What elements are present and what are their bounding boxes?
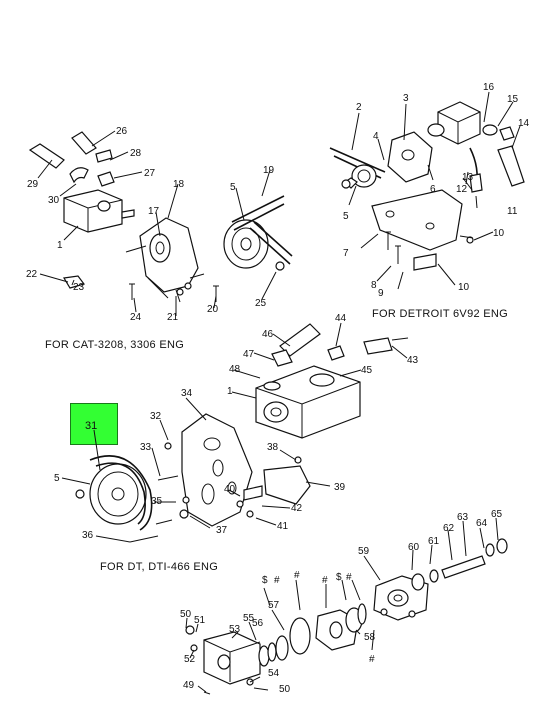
callout-44: 44 [335, 313, 347, 324]
callout-5: 5 [343, 211, 349, 222]
callout-15: 15 [507, 94, 519, 105]
caption-dt: FOR DT, DTI-466 ENG [100, 561, 218, 573]
callout-33: 33 [140, 442, 152, 453]
callout-14: 14 [518, 118, 530, 129]
callout-29: 29 [27, 179, 39, 190]
callout-48: 48 [229, 364, 241, 375]
symbol-hash: # [294, 570, 300, 581]
callout-27: 27 [144, 168, 156, 179]
highlighted-callout-31[interactable]: 31 [70, 403, 118, 445]
callout-32: 32 [150, 411, 162, 422]
callout-16: 16 [483, 82, 495, 93]
callout-43: 43 [407, 355, 419, 366]
callout-3: 3 [403, 93, 409, 104]
callout-51: 51 [194, 615, 206, 626]
callout-25: 25 [255, 298, 267, 309]
dt-assembly [61, 322, 409, 543]
callout-5: 5 [230, 182, 236, 193]
callout-63: 63 [457, 512, 469, 523]
callout-60: 60 [408, 542, 420, 553]
callout-28: 28 [130, 148, 142, 159]
callout-38: 38 [267, 442, 279, 453]
callout-53: 53 [229, 624, 241, 635]
symbol-hash: # [346, 572, 352, 583]
callout-64: 64 [476, 518, 488, 529]
callout-24: 24 [130, 312, 142, 323]
callout-42: 42 [291, 503, 303, 514]
callout-1: 1 [57, 240, 63, 251]
callout-10: 10 [458, 282, 470, 293]
callout-21: 21 [167, 312, 179, 323]
callout-26: 26 [116, 126, 128, 137]
callout-10: 10 [493, 228, 505, 239]
callout-8: 8 [371, 280, 377, 291]
callout-65: 65 [491, 509, 503, 520]
callout-12: 12 [456, 184, 468, 195]
callout-19: 19 [263, 165, 275, 176]
symbol-hash: # [274, 575, 280, 586]
callout-23: 23 [73, 282, 85, 293]
callout-labels: 2 3 4 5 6 7 8 9 10 10 11 12 13 14 15 16 … [26, 82, 530, 695]
callout-62: 62 [443, 523, 455, 534]
callout-30: 30 [48, 195, 60, 206]
callout-2: 2 [356, 102, 362, 113]
callout-5: 5 [54, 473, 60, 484]
pump-breakdown [185, 517, 508, 695]
callout-36: 36 [82, 530, 94, 541]
callout-35: 35 [151, 496, 163, 507]
callout-4: 4 [373, 131, 379, 142]
symbol-hash: # [369, 654, 375, 665]
callout-20: 20 [207, 304, 219, 315]
callout-50: 50 [180, 609, 192, 620]
highlighted-callout-label: 31 [85, 420, 98, 432]
callout-7: 7 [343, 248, 349, 259]
callout-45: 45 [361, 365, 373, 376]
callout-52: 52 [184, 654, 196, 665]
cat-assembly [28, 130, 293, 316]
callout-58: 58 [364, 632, 376, 643]
callout-1: 1 [227, 386, 233, 397]
symbol-dollar: $ [336, 572, 342, 583]
callout-34: 34 [181, 388, 193, 399]
callout-40: 40 [224, 484, 236, 495]
callout-13: 13 [462, 172, 474, 183]
callout-46: 46 [262, 329, 274, 340]
caption-detroit: FOR DETROIT 6V92 ENG [372, 308, 508, 320]
callout-18: 18 [173, 179, 185, 190]
callout-55: 55 [243, 613, 255, 624]
callout-57: 57 [268, 600, 280, 611]
callout-47: 47 [243, 349, 255, 360]
callout-54: 54 [268, 668, 280, 679]
callout-49: 49 [183, 680, 195, 691]
callout-41: 41 [277, 521, 289, 532]
callout-22: 22 [26, 269, 38, 280]
callout-50: 50 [279, 684, 291, 695]
callout-56: 56 [252, 618, 264, 629]
callout-39: 39 [334, 482, 346, 493]
callout-6: 6 [430, 184, 436, 195]
detroit-assembly [329, 91, 525, 290]
callout-61: 61 [428, 536, 440, 547]
callout-11: 11 [507, 206, 518, 217]
symbol-dollar: $ [262, 575, 268, 586]
caption-cat: FOR CAT-3208, 3306 ENG [45, 339, 184, 351]
callout-59: 59 [358, 546, 370, 557]
callout-17: 17 [148, 206, 160, 217]
symbol-hash: # [322, 575, 328, 586]
callout-37: 37 [216, 525, 228, 536]
callout-9: 9 [378, 288, 384, 299]
